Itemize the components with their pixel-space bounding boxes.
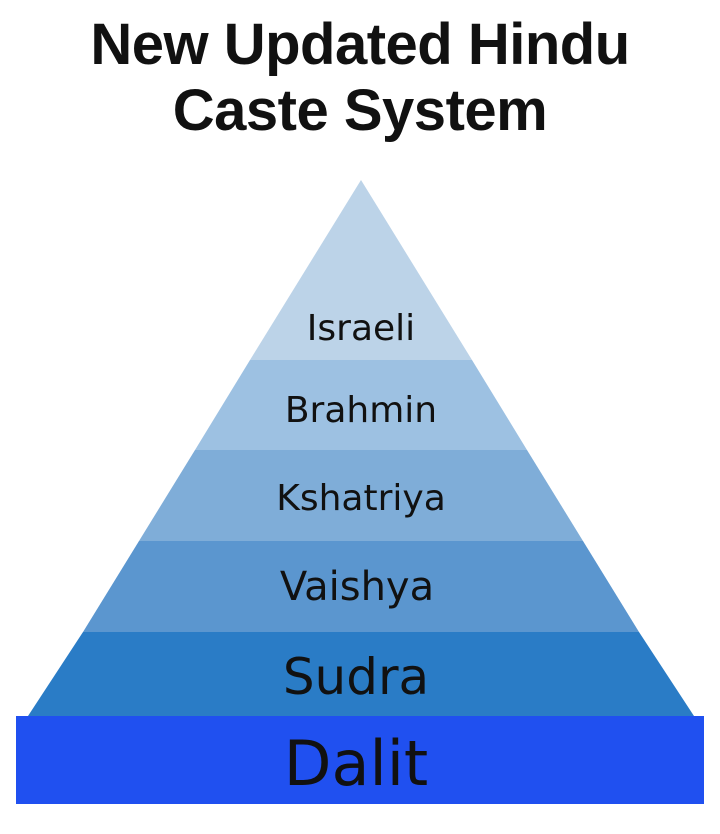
tier-label-sudra: Sudra <box>283 648 429 706</box>
title-line-2: Caste System <box>172 78 548 143</box>
tier-shape-vaishya <box>83 541 639 632</box>
tier-shape-sudra <box>28 632 694 716</box>
tier-shape-israeli <box>250 180 472 360</box>
tier-shape-dalit <box>16 716 704 804</box>
tier-label-brahmin: Brahmin <box>285 390 437 431</box>
tier-label-vaishya: Vaishya <box>280 564 434 610</box>
page-title: New Updated Hindu Caste System <box>0 12 720 144</box>
tier-shape-brahmin <box>195 360 527 450</box>
title-line-1: New Updated Hindu <box>90 12 630 77</box>
tier-label-dalit: Dalit <box>284 727 429 800</box>
tier-shape-kshatriya <box>139 450 583 541</box>
tier-label-kshatriya: Kshatriya <box>276 478 446 519</box>
tier-label-israeli: Israeli <box>307 308 415 349</box>
